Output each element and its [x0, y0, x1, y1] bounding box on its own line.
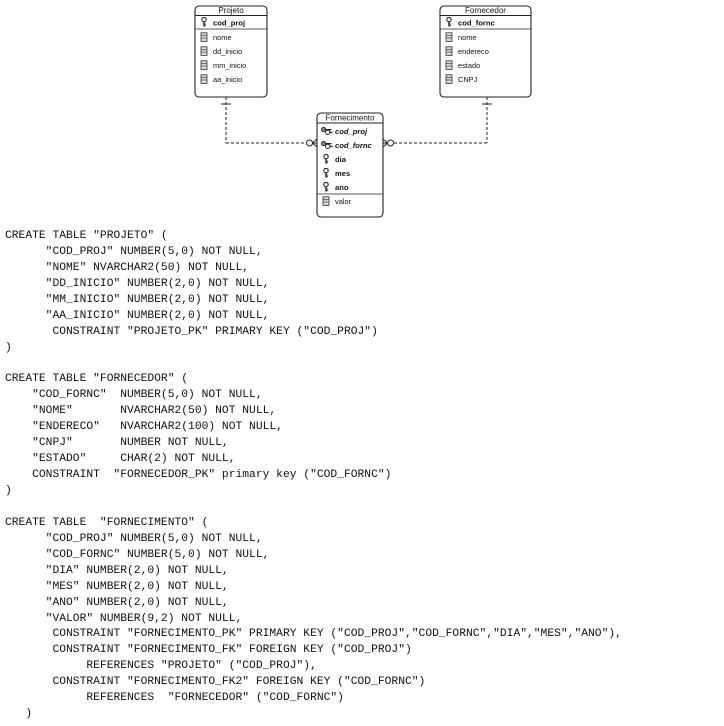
- sql-code-block: CREATE TABLE "PROJETO" ( "COD_PROJ" NUMB…: [5, 229, 622, 723]
- fornecimento-attributes: cod_proj cod_fornc dia mes ano valor: [317, 127, 383, 206]
- sql-line: CONSTRAINT "FORNECIMENTO_PK" PRIMARY KEY…: [5, 628, 622, 641]
- column-icon: [200, 74, 208, 84]
- entity-fornecimento: Fornecimento cod_proj cod_fornc dia mes …: [316, 112, 384, 218]
- sql-line: "NOME" NVARCHAR2(50) NOT NULL,: [5, 405, 277, 418]
- sql-line: "MES" NUMBER(2,0) NOT NULL,: [5, 580, 229, 593]
- sql-line: CONSTRAINT "FORNECIMENTO_FK2" FOREIGN KE…: [5, 676, 426, 689]
- attribute-label: cod_fornc: [335, 141, 372, 150]
- sql-line: "ANO" NUMBER(2,0) NOT NULL,: [5, 596, 229, 609]
- projeto-attributes: cod_proj nome dd_inicio mm_inicio aa_ini…: [195, 17, 267, 84]
- sql-line: "VALOR" NUMBER(9,2) NOT NULL,: [5, 612, 243, 625]
- relationship-fornecedor-fornecimento: [382, 97, 492, 148]
- entity-projeto: Projeto cod_proj nome dd_inicio mm_inici…: [194, 5, 268, 98]
- er-diagram: Projeto cod_proj nome dd_inicio mm_inici…: [194, 5, 532, 218]
- sql-line: CREATE TABLE "FORNECEDOR" (: [5, 373, 189, 386]
- column-icon: [445, 46, 453, 56]
- sql-line: CREATE TABLE "FORNECIMENTO" (: [5, 516, 209, 529]
- attribute-row: ano: [323, 182, 349, 192]
- attribute-label: valor: [335, 197, 352, 206]
- sql-line: [5, 500, 622, 516]
- sql-line: "ENDERECO" NVARCHAR2(100) NOT NULL,: [5, 421, 283, 434]
- attribute-label: mes: [335, 169, 350, 178]
- sql-line: [5, 357, 622, 373]
- attribute-row: nome: [200, 32, 232, 42]
- attribute-row: endereco: [445, 46, 489, 56]
- attribute-row: aa_inicio: [200, 74, 242, 84]
- column-icon: [445, 32, 453, 42]
- attribute-row: valor: [322, 196, 352, 206]
- attribute-label: dia: [335, 155, 347, 164]
- attribute-label: nome: [458, 33, 477, 42]
- sql-line: REFERENCES "PROJETO" ("COD_PROJ"),: [5, 660, 317, 673]
- attribute-row: CNPJ: [445, 74, 478, 84]
- sql-line: "NOME" NVARCHAR2(50) NOT NULL,: [5, 261, 250, 274]
- sql-line: REFERENCES "FORNECEDOR" ("COD_FORNC"): [5, 692, 344, 705]
- entity-fornecedor: Fornecedor cod_fornc nome endereco estad…: [439, 5, 532, 98]
- attribute-row: dd_inicio: [200, 46, 242, 56]
- column-icon: [200, 32, 208, 42]
- attribute-label: endereco: [458, 47, 489, 56]
- attribute-label: estado: [458, 61, 480, 70]
- column-icon: [322, 196, 330, 206]
- column-icon: [200, 46, 208, 56]
- sql-line: "MM_INICIO" NUMBER(2,0) NOT NULL,: [5, 293, 270, 306]
- attribute-label: CNPJ: [458, 75, 478, 84]
- attribute-label: ano: [335, 183, 349, 192]
- attribute-row: cod_fornc: [321, 141, 372, 150]
- sql-line: "DIA" NUMBER(2,0) NOT NULL,: [5, 564, 229, 577]
- attribute-row: mes: [323, 168, 350, 178]
- entity-projeto-title: Projeto: [218, 6, 244, 15]
- attribute-label: nome: [213, 33, 232, 42]
- attribute-row: cod_fornc: [446, 17, 495, 28]
- sql-line: "COD_FORNC" NUMBER(5,0) NOT NULL,: [5, 548, 270, 561]
- relationship-projeto-fornecimento: [221, 97, 318, 148]
- sql-line: ): [5, 341, 12, 354]
- attribute-label: cod_fornc: [458, 19, 495, 28]
- attribute-label: cod_proj: [335, 127, 368, 136]
- attribute-row: nome: [445, 32, 477, 42]
- attribute-label: cod_proj: [213, 19, 245, 28]
- attribute-label: mm_inicio: [213, 61, 246, 70]
- sql-line: CONSTRAINT "PROJETO_PK" PRIMARY KEY ("CO…: [5, 325, 378, 338]
- column-icon: [200, 60, 208, 70]
- sql-line: "DD_INICIO" NUMBER(2,0) NOT NULL,: [5, 277, 270, 290]
- sql-line: ): [5, 485, 12, 497]
- attribute-row: estado: [445, 60, 480, 70]
- attribute-row: mm_inicio: [200, 60, 246, 70]
- sql-line: ): [5, 708, 33, 721]
- column-icon: [445, 74, 453, 84]
- attribute-row: cod_proj: [201, 17, 245, 28]
- sql-line: "ESTADO" CHAR(2) NOT NULL,: [5, 453, 236, 466]
- column-icon: [445, 60, 453, 70]
- sql-line: "AA_INICIO" NUMBER(2,0) NOT NULL,: [5, 309, 270, 322]
- sql-line: "CNPJ" NUMBER NOT NULL,: [5, 437, 229, 450]
- sql-line: "COD_PROJ" NUMBER(5,0) NOT NULL,: [5, 532, 263, 545]
- attribute-label: aa_inicio: [213, 75, 242, 84]
- sql-line: CONSTRAINT "FORNECEDOR_PK" primary key (…: [5, 469, 392, 482]
- entity-fornecimento-title: Fornecimento: [326, 114, 375, 123]
- sql-line: "COD_PROJ" NUMBER(5,0) NOT NULL,: [5, 245, 263, 258]
- attribute-row: dia: [323, 154, 347, 164]
- sql-line: CONSTRAINT "FORNECIMENTO_FK" FOREIGN KEY…: [5, 644, 412, 657]
- attribute-label: dd_inicio: [213, 47, 242, 56]
- fornecedor-attributes: cod_fornc nome endereco estado CNPJ: [440, 17, 531, 84]
- sql-line: "COD_FORNC" NUMBER(5,0) NOT NULL,: [5, 389, 263, 402]
- attribute-row: cod_proj: [321, 127, 368, 136]
- entity-fornecedor-title: Fornecedor: [465, 6, 506, 15]
- sql-line: CREATE TABLE "PROJETO" (: [5, 230, 168, 242]
